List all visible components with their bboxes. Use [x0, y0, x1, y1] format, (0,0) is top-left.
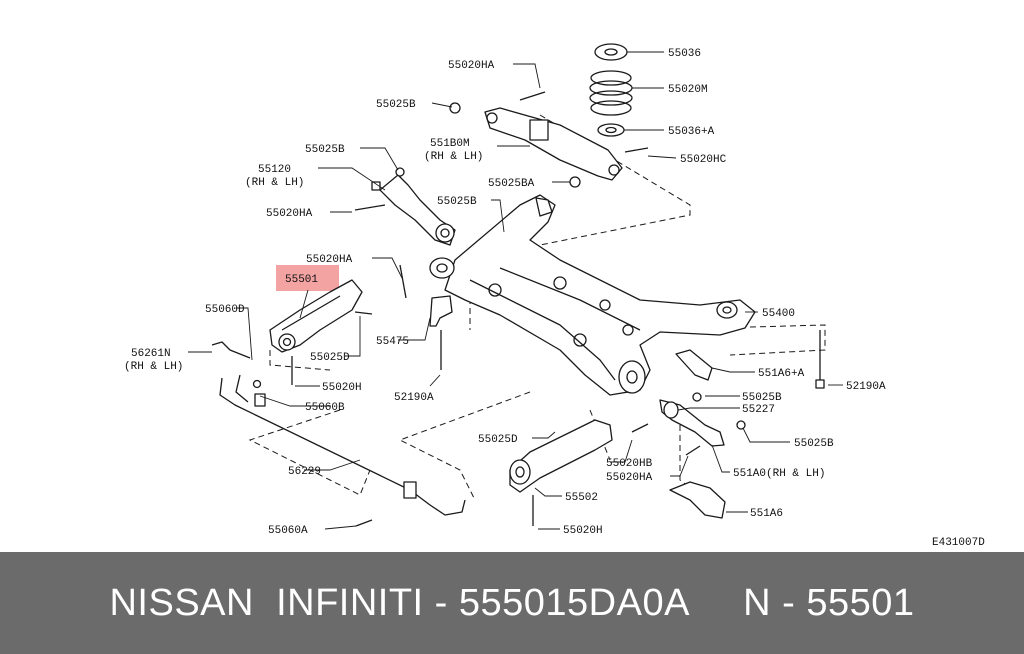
label-55025B-3: 55025B: [437, 196, 477, 208]
label-55020H-2: 55020H: [563, 525, 603, 537]
diagram-code: E431007D: [932, 537, 985, 549]
label-55025B-2: 55025B: [305, 144, 345, 156]
banner-text: NISSAN INFINITI - 555015DA0A N - 55501: [109, 581, 915, 624]
label-55036-a: 55036+A: [668, 126, 715, 138]
label-55025D-1: 55025D: [310, 352, 350, 364]
label-56261N: 56261N: [131, 348, 171, 360]
label-55025B-4: 55025B: [742, 392, 782, 404]
label-56229: 56229: [288, 466, 321, 478]
label-551B0M: 551B0M: [430, 138, 470, 150]
label-52190A-1: 52190A: [394, 392, 434, 404]
label-55120: 55120: [258, 164, 291, 176]
label-55502: 55502: [565, 492, 598, 504]
label-52190A-2: 52190A: [846, 381, 886, 393]
stabilizer-bar: [211, 341, 466, 527]
label-55020HA-top: 55020HA: [448, 60, 495, 72]
part-labels: 55036 55020M 55036+A 55020HC 55020HA 550…: [124, 48, 886, 537]
label-56261N-sub: (RH & LH): [124, 361, 183, 373]
label-55060B: 55060B: [305, 402, 345, 414]
label-55400: 55400: [762, 308, 795, 320]
bolts: [371, 181, 825, 389]
upper-link: [449, 91, 649, 188]
label-55025BA: 55025BA: [488, 178, 535, 190]
label-55025B-5: 55025B: [794, 438, 834, 450]
subframe: [429, 194, 756, 396]
label-55025D-2: 55025D: [478, 434, 518, 446]
spring-assembly: [589, 43, 633, 137]
label-55475: 55475: [376, 336, 409, 348]
highlight-box-55501: [276, 265, 339, 291]
label-551A6: 551A6: [750, 508, 783, 520]
label-55227: 55227: [742, 404, 775, 416]
bracket-551A6: [669, 349, 726, 519]
label-551A6-a: 551A6+A: [758, 368, 805, 380]
label-551A0: 551A0(RH & LH): [733, 468, 825, 480]
bracket-55475: [429, 295, 453, 370]
label-55060A: 55060A: [268, 525, 308, 537]
leader-lines: [188, 51, 843, 530]
label-55120-sub: (RH & LH): [245, 177, 304, 189]
lower-arm-551A0: [631, 392, 746, 456]
lower-link-55501: [269, 279, 373, 385]
label-55020HC: 55020HC: [680, 154, 727, 166]
label-55020HA-4: 55020HA: [606, 472, 653, 484]
label-55025B-1: 55025B: [376, 99, 416, 111]
label-551B0M-sub: (RH & LH): [424, 151, 483, 163]
label-55020HA-2: 55020HA: [266, 208, 313, 220]
label-55036: 55036: [668, 48, 701, 60]
part-number-banner: NISSAN INFINITI - 555015DA0A N - 55501: [0, 552, 1024, 654]
label-55020M: 55020M: [668, 84, 708, 96]
label-55501: 55501: [285, 274, 318, 286]
label-55020HB: 55020HB: [606, 458, 653, 470]
label-55060D: 55060D: [205, 304, 245, 316]
link-55502: [509, 419, 613, 526]
parts-diagram: 55036 55020M 55036+A 55020HC 55020HA 550…: [124, 43, 986, 549]
label-55020H-1: 55020H: [322, 382, 362, 394]
label-55020HA-3: 55020HA: [306, 254, 353, 266]
